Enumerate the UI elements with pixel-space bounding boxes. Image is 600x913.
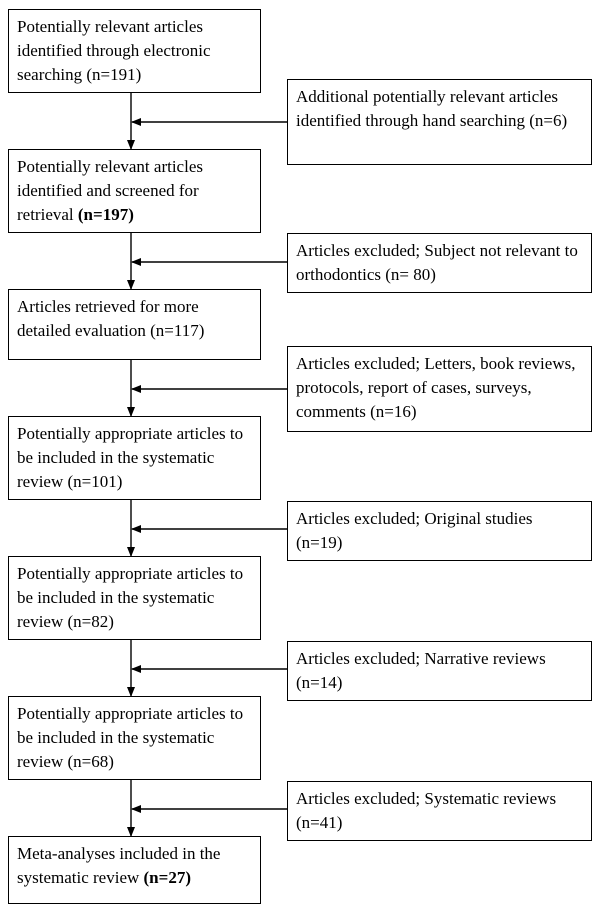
side-box-excluded-subject-text: Articles excluded; Subject not relevant …	[296, 241, 578, 284]
main-box-appropriate-68: Potentially appropriate articles to be i…	[8, 696, 261, 780]
main-box-meta-analyses-bold: (n=27)	[143, 868, 191, 887]
main-box-retrieved: Articles retrieved for more detailed eva…	[8, 289, 261, 360]
side-box-excluded-original-text: Articles excluded; Original studies (n=1…	[296, 509, 533, 552]
main-box-identified: Potentially relevant articles identified…	[8, 9, 261, 93]
main-box-screened-bold: (n=197)	[77, 205, 134, 224]
main-box-appropriate-101: Potentially appropriate articles to be i…	[8, 416, 261, 500]
main-box-screened-text: Potentially relevant articles identified…	[17, 157, 203, 224]
main-box-appropriate-82-text: Potentially appropriate articles to be i…	[17, 564, 244, 631]
side-box-excluded-letters-text: Articles excluded; Letters, book reviews…	[296, 354, 576, 421]
side-box-excluded-systematic-text: Articles excluded; Systematic reviews (n…	[296, 789, 557, 832]
main-box-retrieved-text: Articles retrieved for more detailed eva…	[17, 297, 205, 340]
main-box-appropriate-82: Potentially appropriate articles to be i…	[8, 556, 261, 640]
side-box-excluded-letters: Articles excluded; Letters, book reviews…	[287, 346, 592, 432]
main-box-appropriate-68-text: Potentially appropriate articles to be i…	[17, 704, 244, 771]
main-box-meta-analyses: Meta-analyses included in the systematic…	[8, 836, 261, 904]
side-box-excluded-systematic: Articles excluded; Systematic reviews (n…	[287, 781, 592, 841]
side-box-excluded-narrative: Articles excluded; Narrative reviews (n=…	[287, 641, 592, 701]
side-box-hand-searching: Additional potentially relevant articles…	[287, 79, 592, 165]
main-box-screened: Potentially relevant articles identified…	[8, 149, 261, 233]
side-box-hand-searching-text: Additional potentially relevant articles…	[296, 87, 568, 130]
main-box-identified-text: Potentially relevant articles identified…	[17, 17, 211, 84]
side-box-excluded-original: Articles excluded; Original studies (n=1…	[287, 501, 592, 561]
side-box-excluded-subject: Articles excluded; Subject not relevant …	[287, 233, 592, 293]
main-box-appropriate-101-text: Potentially appropriate articles to be i…	[17, 424, 244, 491]
main-box-meta-analyses-text: Meta-analyses included in the systematic…	[17, 844, 221, 887]
side-box-excluded-narrative-text: Articles excluded; Narrative reviews (n=…	[296, 649, 546, 692]
